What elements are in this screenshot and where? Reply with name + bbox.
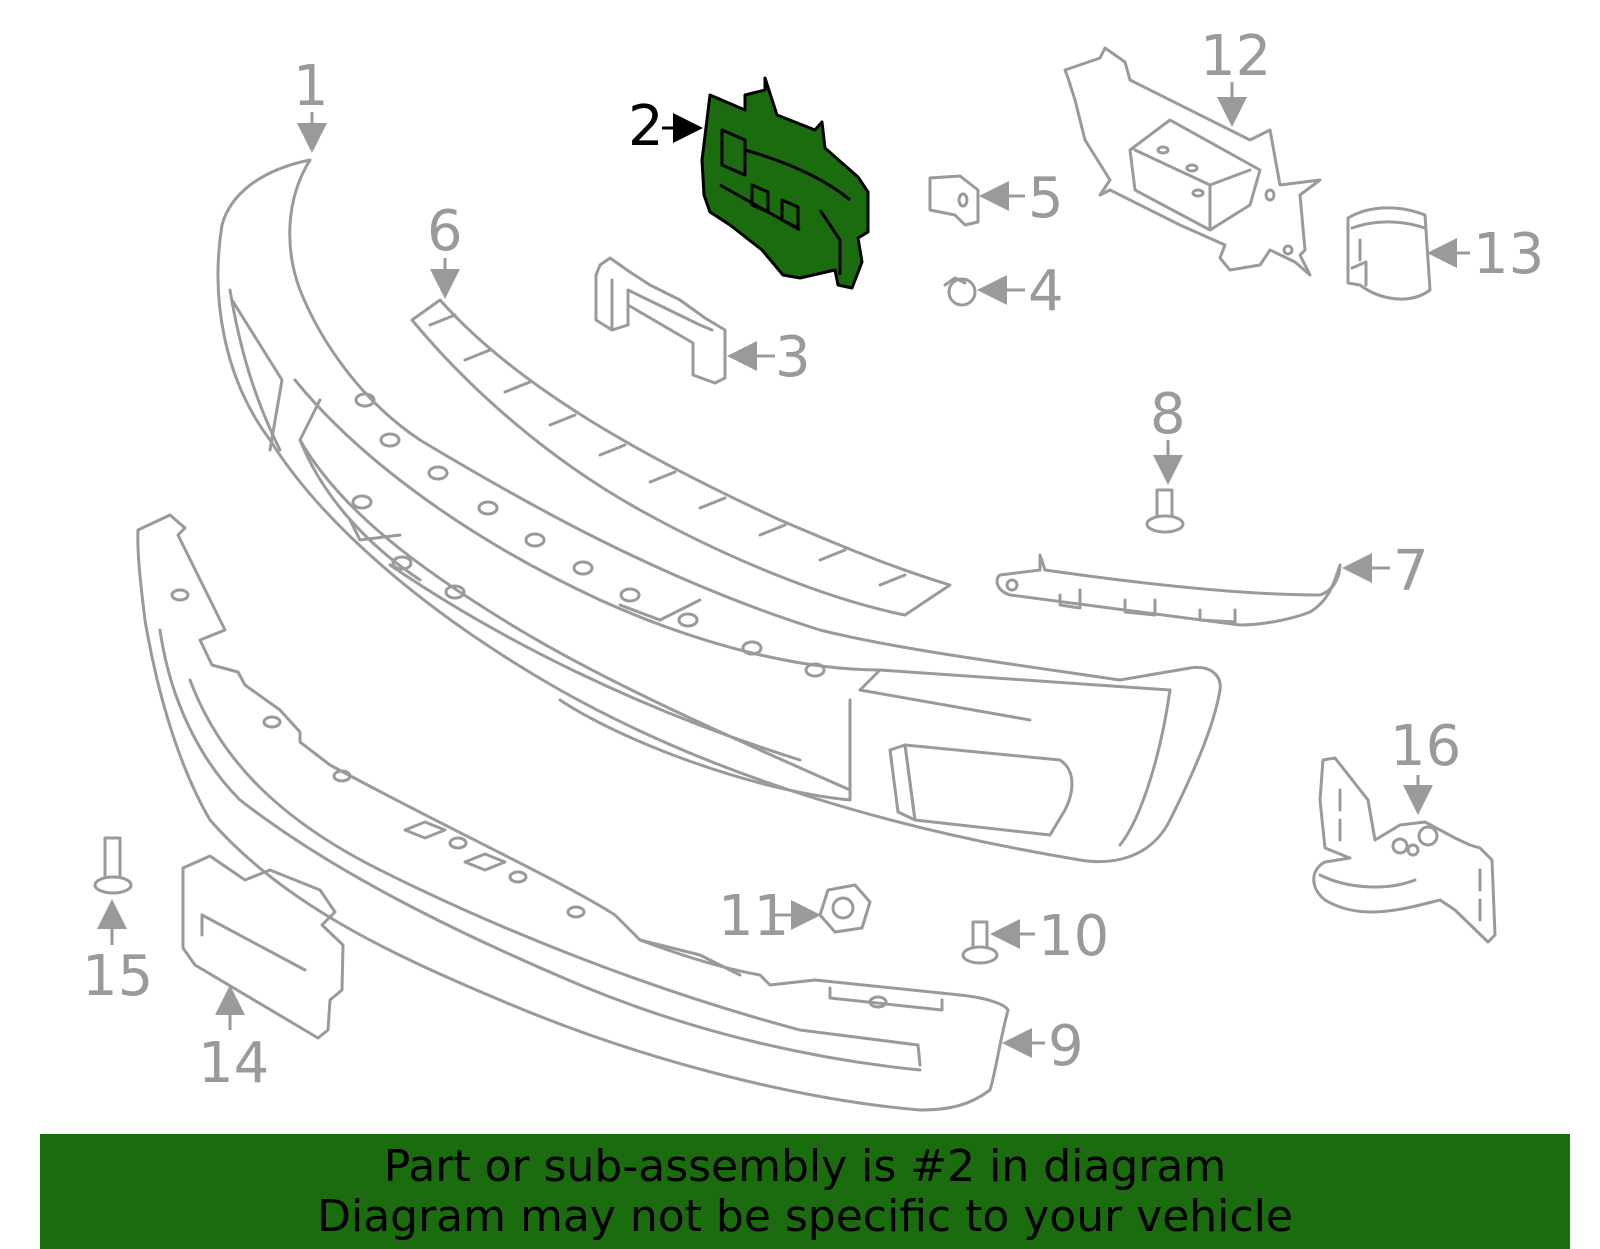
footer-line-2: Diagram may not be specific to your vehi… [317,1191,1293,1242]
footer-line-1: Part or sub-assembly is #2 in diagram [383,1141,1227,1192]
callout-10: 10 [1038,904,1109,969]
callout-4: 4 [1028,259,1064,324]
part-8-bolt [1145,488,1185,534]
callout-15: 15 [82,944,153,1009]
part-15-bolt [93,836,133,895]
callout-3: 3 [775,325,811,390]
callout-14: 14 [198,1031,269,1096]
callout-9: 9 [1048,1014,1084,1079]
part-3-clip [594,256,727,385]
part-10-bolt [961,920,999,965]
part-12-mounting-bracket [1063,46,1322,277]
callout-11: 11 [718,884,789,949]
part-7-side-bracket [995,553,1342,627]
callout-16: 16 [1390,714,1461,779]
part-13-retainer [1346,206,1432,301]
part-14-plate [181,854,345,1040]
part-6-upper-strip [410,298,952,617]
callout-13: 13 [1473,222,1544,287]
callout-1: 1 [293,54,329,119]
callout-8: 8 [1150,382,1186,447]
callout-7: 7 [1393,539,1429,604]
callout-2: 2 [628,94,664,159]
part-4-pushpin [943,276,977,307]
callout-12: 12 [1200,24,1271,89]
part-16-tow-hook [1312,756,1497,944]
callout-arrows [97,82,1470,1058]
part-2-bracket-highlighted [700,76,870,290]
callout-6: 6 [427,199,463,264]
callout-5: 5 [1028,166,1064,231]
part-1-bumper-face [216,158,1222,864]
part-11-nut [818,883,872,934]
part-5-clip-nut [928,174,980,227]
part-9-lower-valance [136,513,1010,1112]
footer-banner: Part or sub-assembly is #2 in diagram Di… [40,1134,1570,1249]
